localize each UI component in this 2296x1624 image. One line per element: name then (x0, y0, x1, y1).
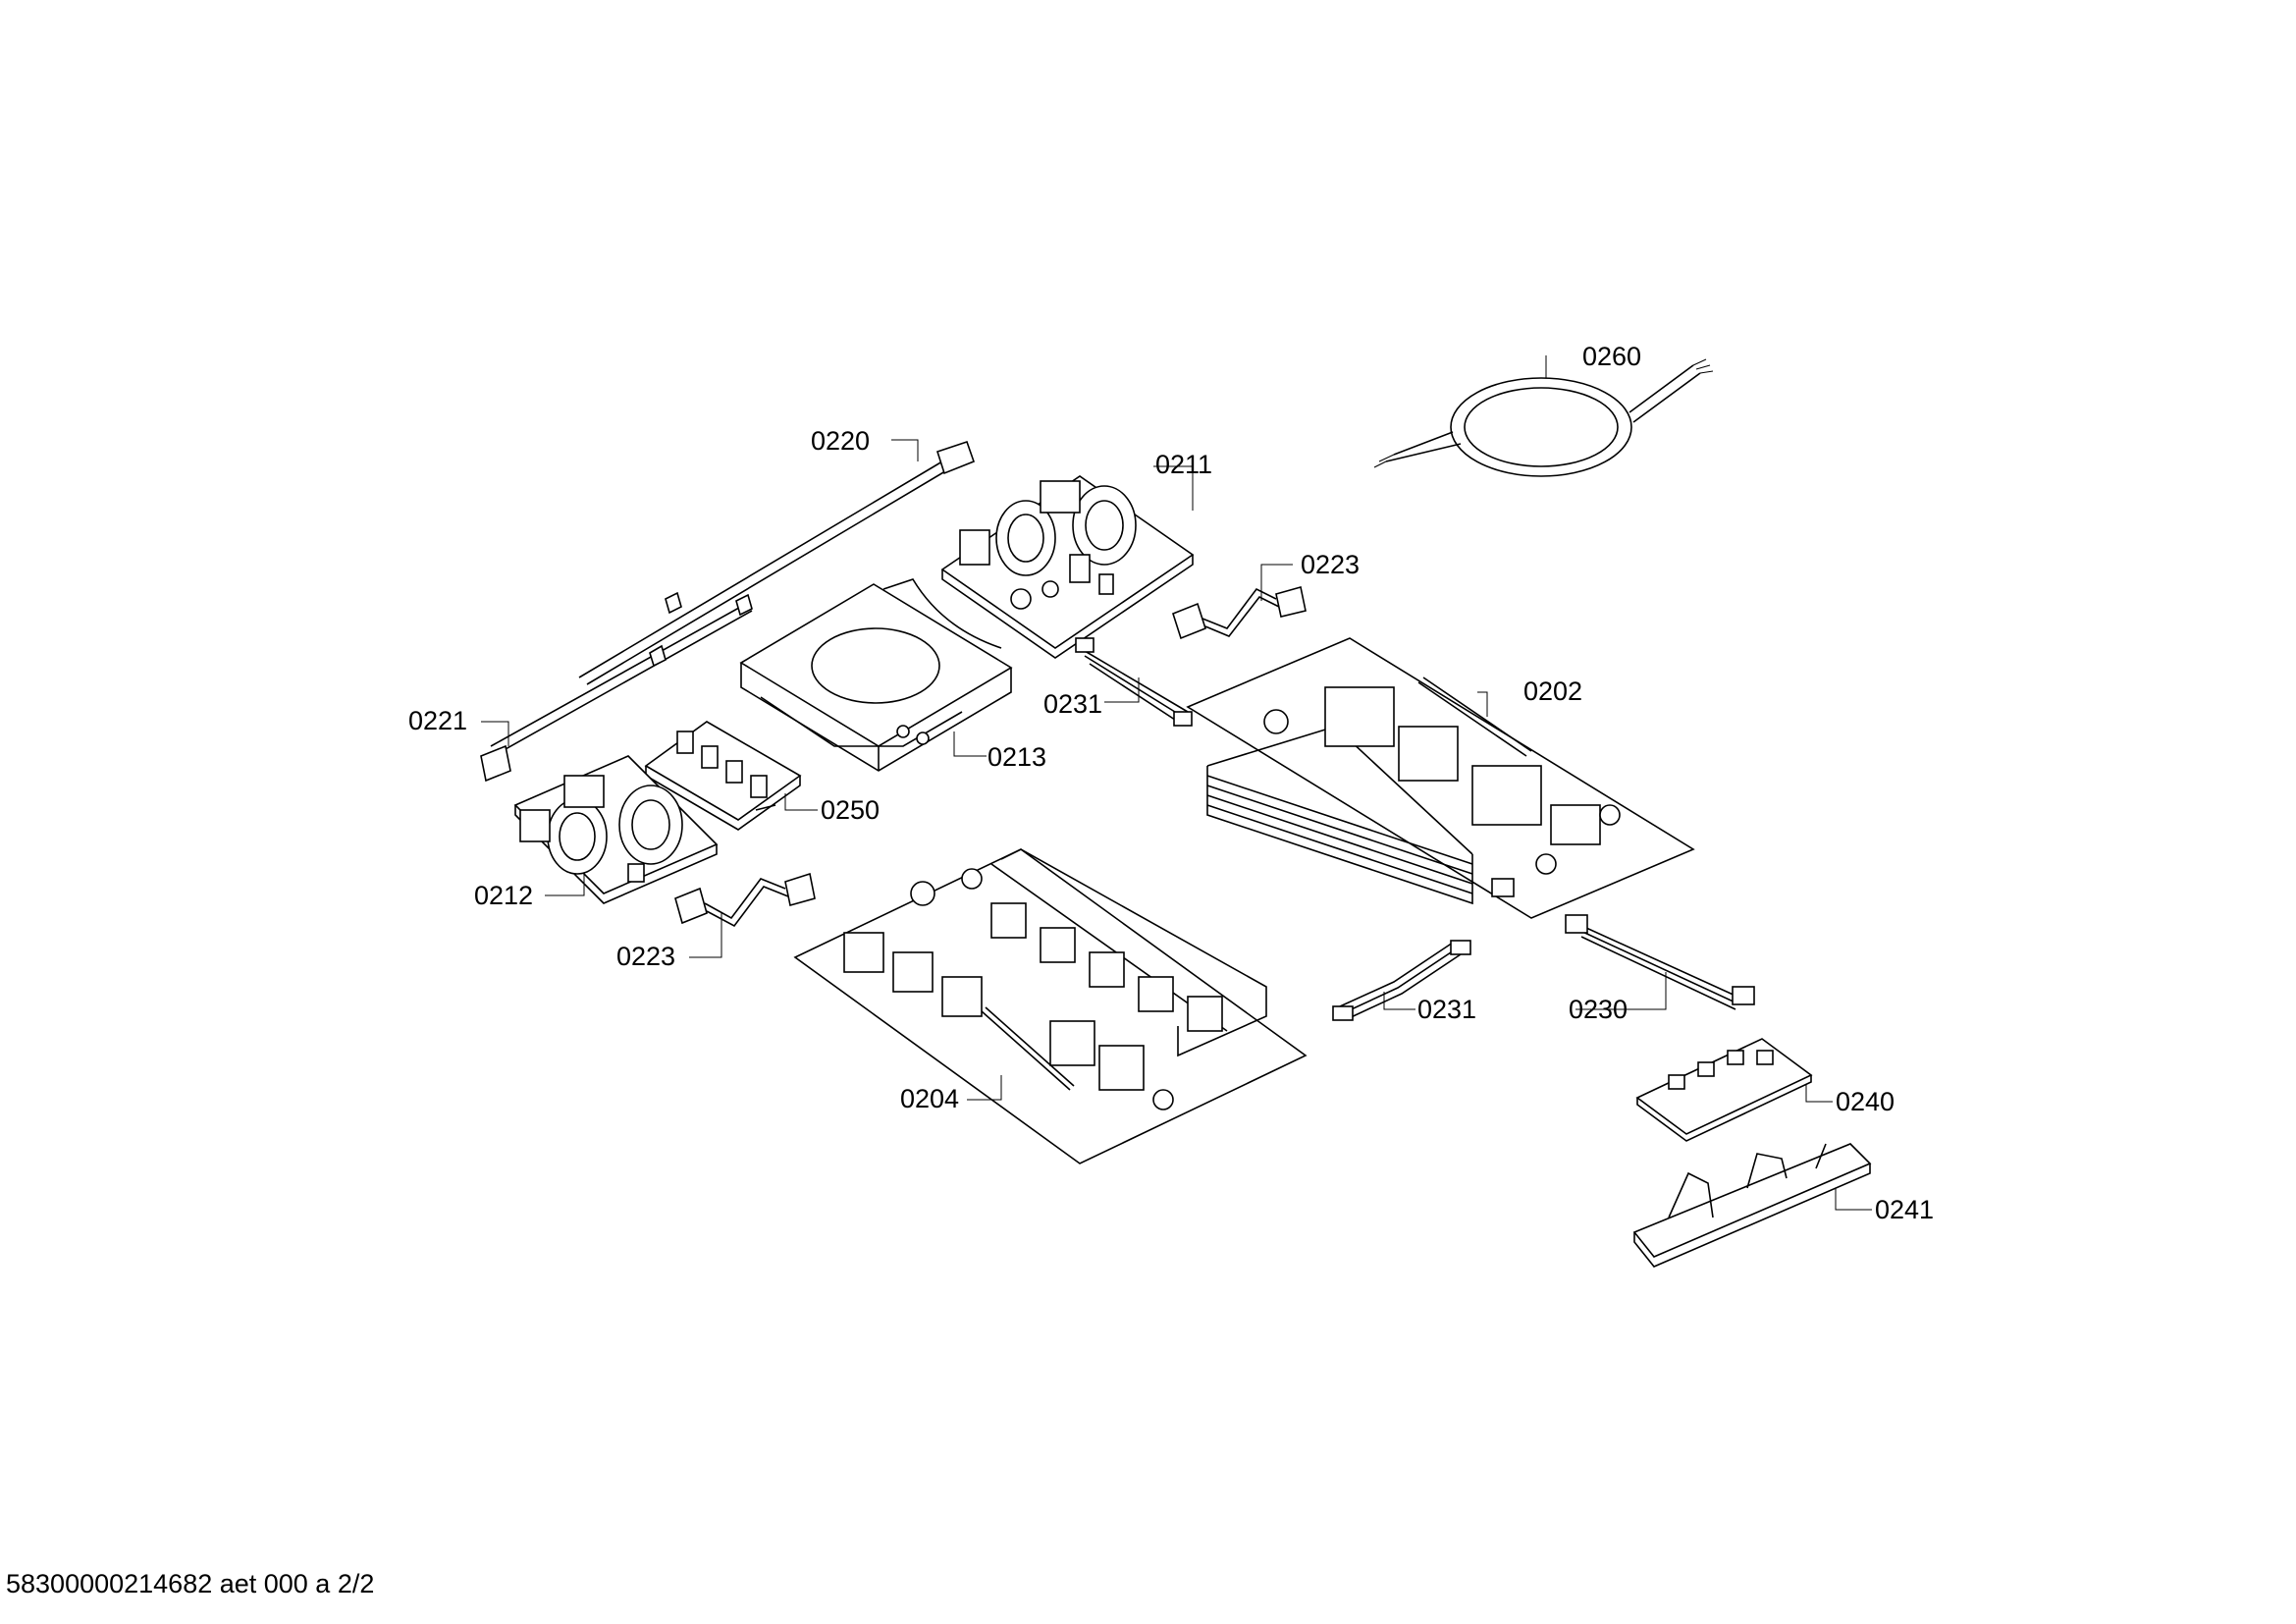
leader-lines (481, 355, 1872, 1211)
frame-0241 (1632, 1143, 1872, 1268)
ribbon-cable-0231-top (1075, 637, 1193, 727)
part-label-0223-b: 0223 (616, 942, 675, 971)
power-cable-0260 (1373, 358, 1714, 477)
part-label-0212: 0212 (474, 881, 533, 910)
part-label-0250: 0250 (821, 795, 880, 825)
filter-board-0212 (513, 755, 719, 904)
part-label-0223: 0223 (1301, 550, 1360, 579)
part-label-0211: 0211 (1155, 450, 1212, 479)
part-label-0221: 0221 (408, 706, 467, 735)
filter-board-0211 (940, 475, 1195, 659)
cable-0230 (1565, 914, 1755, 1010)
part-label-0220: 0220 (811, 426, 870, 456)
part-label-0213: 0213 (988, 742, 1046, 772)
control-board-0240 (1635, 1038, 1813, 1142)
connector-0223-top (1172, 585, 1307, 640)
cable-0220 (578, 440, 976, 685)
part-label-0204: 0204 (900, 1084, 959, 1113)
part-label-0202: 0202 (1523, 677, 1582, 706)
part-label-0230: 0230 (1569, 995, 1628, 1024)
part-label-0241: 0241 (1875, 1195, 1934, 1224)
document-footer: 58300000214682 aet 000 a 2/2 (6, 1569, 375, 1598)
part-label-0260: 0260 (1582, 342, 1641, 371)
rectifier-0250 (644, 721, 802, 831)
part-labels: 0220 0211 0260 0223 0231 0202 0221 0213 … (408, 342, 1934, 1224)
cable-0221 (480, 593, 753, 783)
ribbon-cable-0231-bottom (1332, 940, 1471, 1021)
part-label-0231: 0231 (1043, 689, 1102, 719)
connector-0223-bottom (674, 872, 816, 928)
power-board-0204 (793, 848, 1308, 1164)
induction-coil-0213 (739, 578, 1013, 772)
power-board-0202 (1186, 637, 1695, 919)
part-label-0240: 0240 (1836, 1087, 1895, 1116)
part-label-0231-b: 0231 (1417, 995, 1476, 1024)
